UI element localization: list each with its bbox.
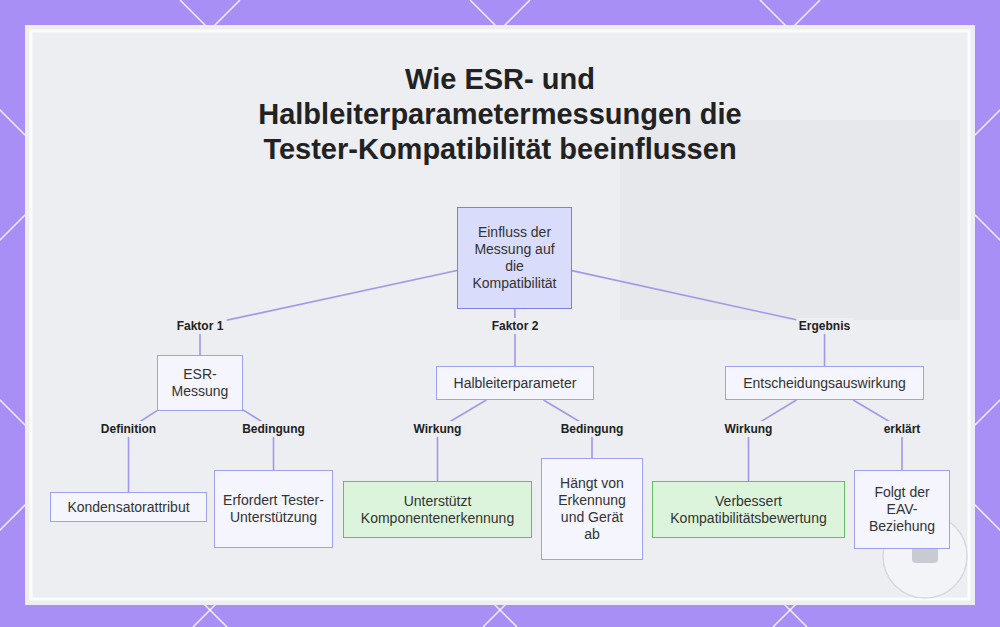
edge-label: erklärt (881, 421, 924, 437)
effect-box: Unterstützt Komponentenerkennung (343, 481, 532, 538)
concept-box: Hängt von Erkennung und Gerät ab (541, 458, 643, 560)
node-text: Halbleiterparameter (443, 375, 587, 392)
concept-box: Kondensatorattribut (50, 492, 207, 522)
node-text: ESR-Messung (163, 366, 237, 400)
panel-frame (31, 31, 969, 599)
connector-line (749, 400, 797, 481)
edge-label: Ergebnis (796, 318, 853, 334)
connector-line (243, 410, 274, 470)
node-text: Hängt von Erkennung und Gerät ab (554, 475, 630, 543)
concept-box: Entscheidungsauswirkung (725, 366, 924, 400)
edge-label: Wirkung (722, 421, 776, 437)
connector-line (438, 400, 487, 481)
edge-label: Wirkung (411, 421, 465, 437)
edge-label: Definition (98, 421, 159, 437)
node-text: Entscheidungsauswirkung (732, 375, 917, 392)
title-block: Wie ESR- und Halbleiterparametermessunge… (200, 62, 800, 167)
node-text: Erfordert Tester-Unterstützung (220, 492, 327, 526)
edge-label: Bedingung (558, 421, 627, 437)
node-text: Verbessert Kompatibilitätsbewertung (661, 493, 836, 527)
root-box: Einfluss der Messung auf die Kompatibili… (457, 207, 572, 309)
edge-label: Bedingung (239, 421, 308, 437)
concept-box: Halbleiterparameter (436, 366, 594, 400)
effect-box: Verbessert Kompatibilitätsbewertung (652, 481, 845, 538)
concept-box: Folgt der EAV-Beziehung (854, 470, 950, 549)
concept-box: Erfordert Tester-Unterstützung (214, 470, 333, 548)
node-text: Einfluss der Messung auf die Kompatibili… (464, 224, 565, 292)
edge-label: Faktor 2 (489, 318, 542, 334)
node-text: Kondensatorattribut (57, 499, 200, 516)
connector-line (200, 270, 457, 355)
node-text: Folgt der EAV-Beziehung (863, 484, 941, 535)
node-text: Unterstützt Komponentenerkennung (352, 493, 523, 527)
connector-line (572, 271, 825, 366)
content-panel (25, 25, 975, 605)
edge-label: Faktor 1 (174, 318, 227, 334)
diagram-title: Wie ESR- und Halbleiterparametermessunge… (220, 62, 780, 167)
concept-box: ESR-Messung (157, 355, 243, 411)
